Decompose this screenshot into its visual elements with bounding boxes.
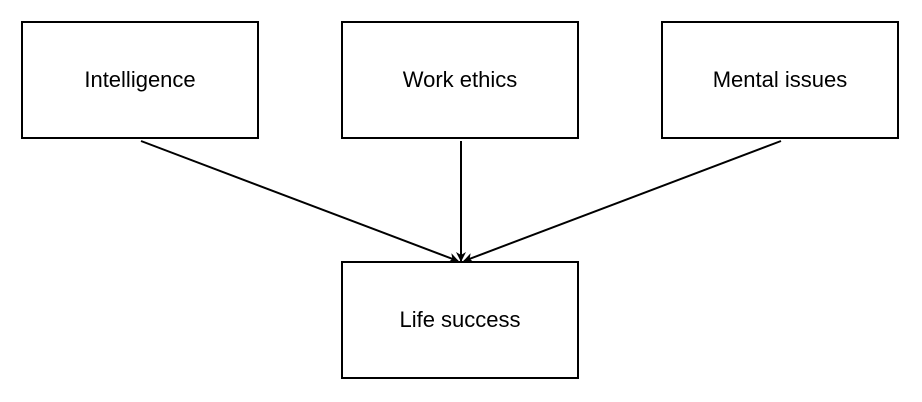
edge-mental-issues-to-life-success [463, 140, 782, 263]
node-mental-issues[interactable]: Mental issues [661, 21, 899, 139]
node-work-ethics[interactable]: Work ethics [341, 21, 579, 139]
node-intelligence[interactable]: Intelligence [21, 21, 259, 139]
node-label: Work ethics [402, 67, 518, 92]
edge-intelligence-to-life-success [140, 140, 459, 263]
node-life-success[interactable]: Life success [341, 261, 579, 379]
node-label: Intelligence [84, 67, 196, 92]
node-label: Mental issues [712, 67, 848, 92]
node-label: Life success [399, 307, 521, 332]
